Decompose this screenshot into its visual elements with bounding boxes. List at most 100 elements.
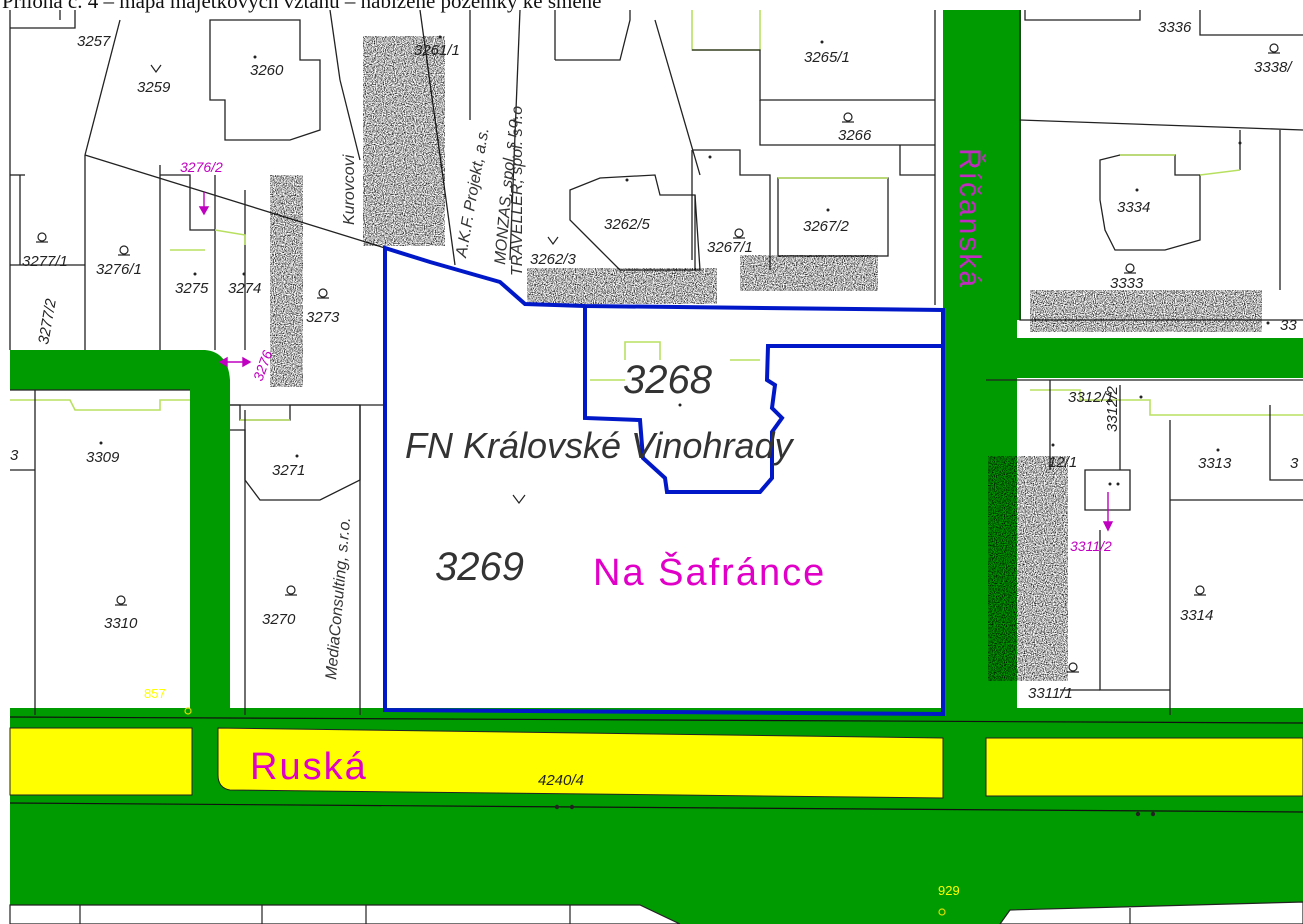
parcel-3268-boundary [583,306,943,494]
parcel-label: 3311/2 [1070,538,1112,554]
carriageway-east [985,737,1303,797]
survey-label: 929 [938,883,960,898]
lollipop-symbol [1067,662,1079,673]
bottom-divisions [79,905,1131,924]
noise-block [270,175,303,387]
parcel-label: 3260 [250,62,284,79]
lollipop-symbol [115,595,127,606]
carriageway-west [9,727,193,796]
dot-marker [708,155,712,159]
lollipop-symbol [842,112,854,123]
site-building-outline [590,341,760,381]
dot-marker [826,208,830,212]
noise-block [740,255,878,291]
dot-marker [295,454,299,458]
parcel-label: 3275 [175,280,209,297]
dot-marker [1139,395,1143,399]
parcel-label: 3338/ [1254,59,1293,76]
dot-marker [253,55,257,59]
parcel-label: 3311/1 [1028,685,1073,702]
parcel-label: 3274 [228,280,261,297]
map-caption: Příloha č. 4 – mapa majetkových vztahů –… [2,0,601,13]
lollipop-symbol [1268,43,1280,54]
lollipop-symbol [733,228,745,239]
parcel-label: 3265/1 [804,49,850,66]
parcel-point-markers [99,35,1270,817]
parcel-label: 3266 [838,127,872,144]
magenta-arrows [198,192,1114,532]
street-names: Na Šafránce Ruská Říčanská [250,148,986,788]
parcel-label: 3309 [86,449,120,466]
dot-marker [678,403,682,407]
offered-parcels-boundary [383,245,945,717]
parcel-label: 33 [1280,317,1297,334]
dot-marker [569,804,575,810]
v-symbols [150,64,559,504]
parcel-label: 3336 [1158,19,1192,36]
dot-marker [1266,321,1270,325]
anonymized-owner-blocks [270,36,1262,681]
noise-block [1030,290,1262,332]
dot-marker [1135,188,1139,192]
street-label-na-safrance: Na Šafránce [593,550,826,594]
parcel-boundaries [9,9,1303,715]
parcel-3268-label: 3268 [623,358,713,402]
street-label-ricanska: Říčanská [953,148,986,289]
bottom-parcels [9,901,1303,924]
parcel-label: 3259 [137,79,171,96]
parcel-label: 3312/1 [1068,389,1114,406]
dot-marker [1135,811,1141,817]
parcel-label: 3261/1 [414,42,460,59]
dot-marker [99,441,103,445]
parcel-label: 3276/1 [96,261,142,278]
dot-marker [1238,141,1242,145]
lollipop-symbol [1124,263,1136,274]
v-symbol [547,236,559,246]
east-edge-strip [1017,10,1021,320]
lollipop-symbol [118,245,130,256]
owner-label: Kurovcovi [341,154,358,225]
parcel-label: 3 [1290,455,1299,472]
survey-labels: 857 929 [144,686,960,898]
lollipop-symbol [285,585,297,596]
lollipop-symbol [36,232,48,243]
ruska-carriageway [9,727,1303,799]
lollipop-symbol [317,288,329,299]
dot-marker [242,272,246,276]
garden-symbols [36,43,1280,673]
parcel-label: 3262/5 [604,216,651,233]
parcel-label: 3257 [77,33,111,50]
street-label-ruska: Ruská [250,746,368,788]
dot-marker [193,272,197,276]
parcel-label: 3262/3 [530,251,577,268]
caption-strip [0,0,1303,10]
parcel-label: 3273 [306,309,340,326]
road-axis-lines [9,716,1303,813]
dot-marker [1116,482,1120,486]
parcel-label: 3312/2 [1104,385,1121,432]
parcel-label: 3314 [1180,607,1213,624]
noise-block [527,268,717,304]
lollipop-symbol [1194,585,1206,596]
parcel-numbers: 3257 3259 3260 3261/1 3265/1 3266 3262/5… [10,19,1299,789]
parcel-label: 3310 [104,615,138,632]
parcel-label: 12/1 [1048,454,1077,471]
survey-label: 857 [144,686,166,701]
west-road-area [10,350,230,715]
parcel-label: 3334 [1117,199,1150,216]
carriageway-center [217,727,944,799]
parcel-label: 3271 [272,462,305,479]
parcel-label: 3267/2 [803,218,850,235]
parcel-label: 3277/1 [22,253,68,270]
dot-marker [1051,443,1055,447]
survey-point-circles [184,707,946,916]
owner-label: TRAVELLER, spol. s r.o [509,106,526,276]
noise-block [363,36,445,246]
site-owner-label: FN Královské Vinohrady [405,425,795,466]
parcel-label: 3313 [1198,455,1232,472]
dot-marker [438,35,442,39]
v-symbol [150,64,162,74]
parcel-label: 3270 [262,611,296,628]
dot-marker [820,40,824,44]
